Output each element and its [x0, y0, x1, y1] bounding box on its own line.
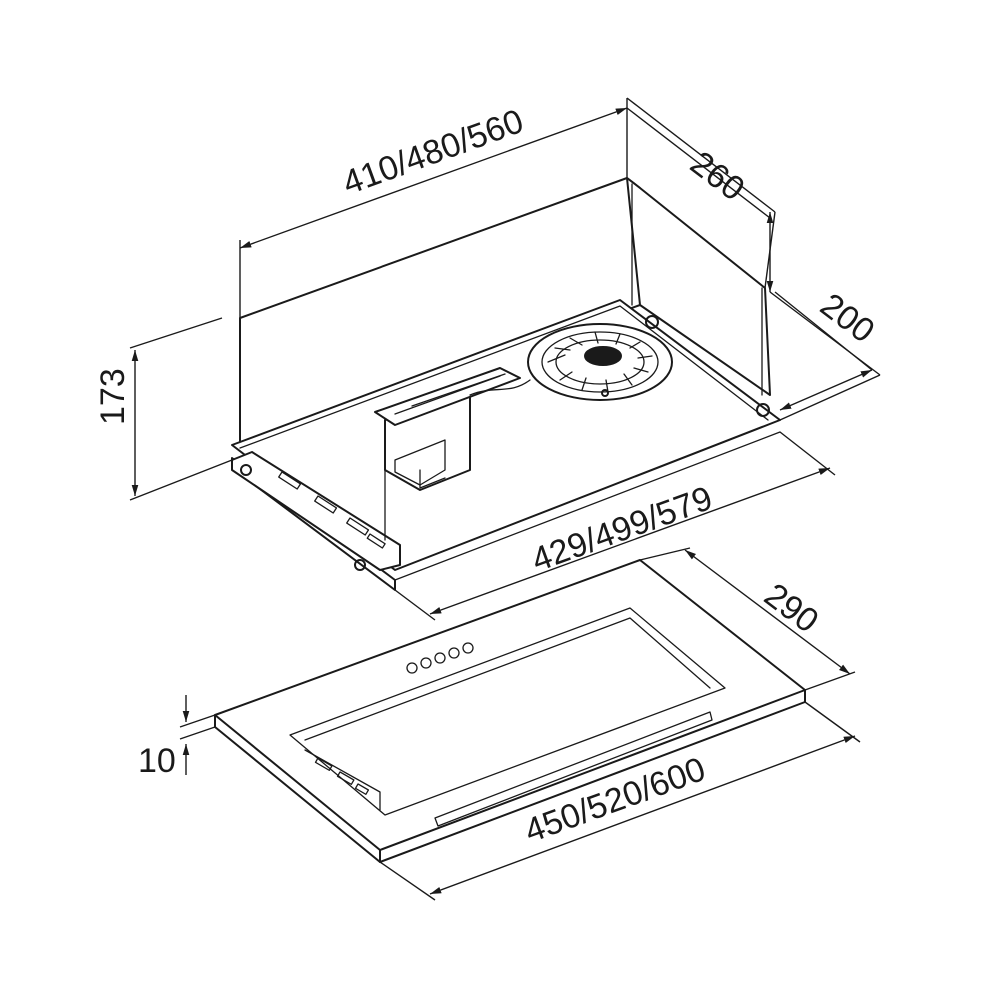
dimension-lines — [129, 97, 881, 901]
glass-panel — [214, 559, 806, 863]
control-box — [374, 367, 531, 541]
label-depth-top: 260 — [683, 144, 751, 208]
label-depth-inner: 200 — [813, 286, 881, 350]
mounting-screws — [240, 315, 770, 571]
label-panel-thickness: 10 — [138, 742, 176, 780]
label-depth-panel: 290 — [757, 576, 825, 640]
panel-top-face — [214, 559, 806, 851]
fan-motor — [527, 323, 673, 401]
label-width-top: 410/480/560 — [338, 102, 529, 202]
panel-slots — [314, 757, 370, 795]
left-tray-side — [231, 451, 401, 571]
control-buttons — [406, 642, 474, 674]
left-tray-slots — [278, 471, 386, 549]
insert-body — [231, 177, 781, 591]
label-height: 173 — [94, 368, 132, 425]
right-side-wall — [626, 177, 771, 396]
panel-window — [289, 607, 726, 816]
